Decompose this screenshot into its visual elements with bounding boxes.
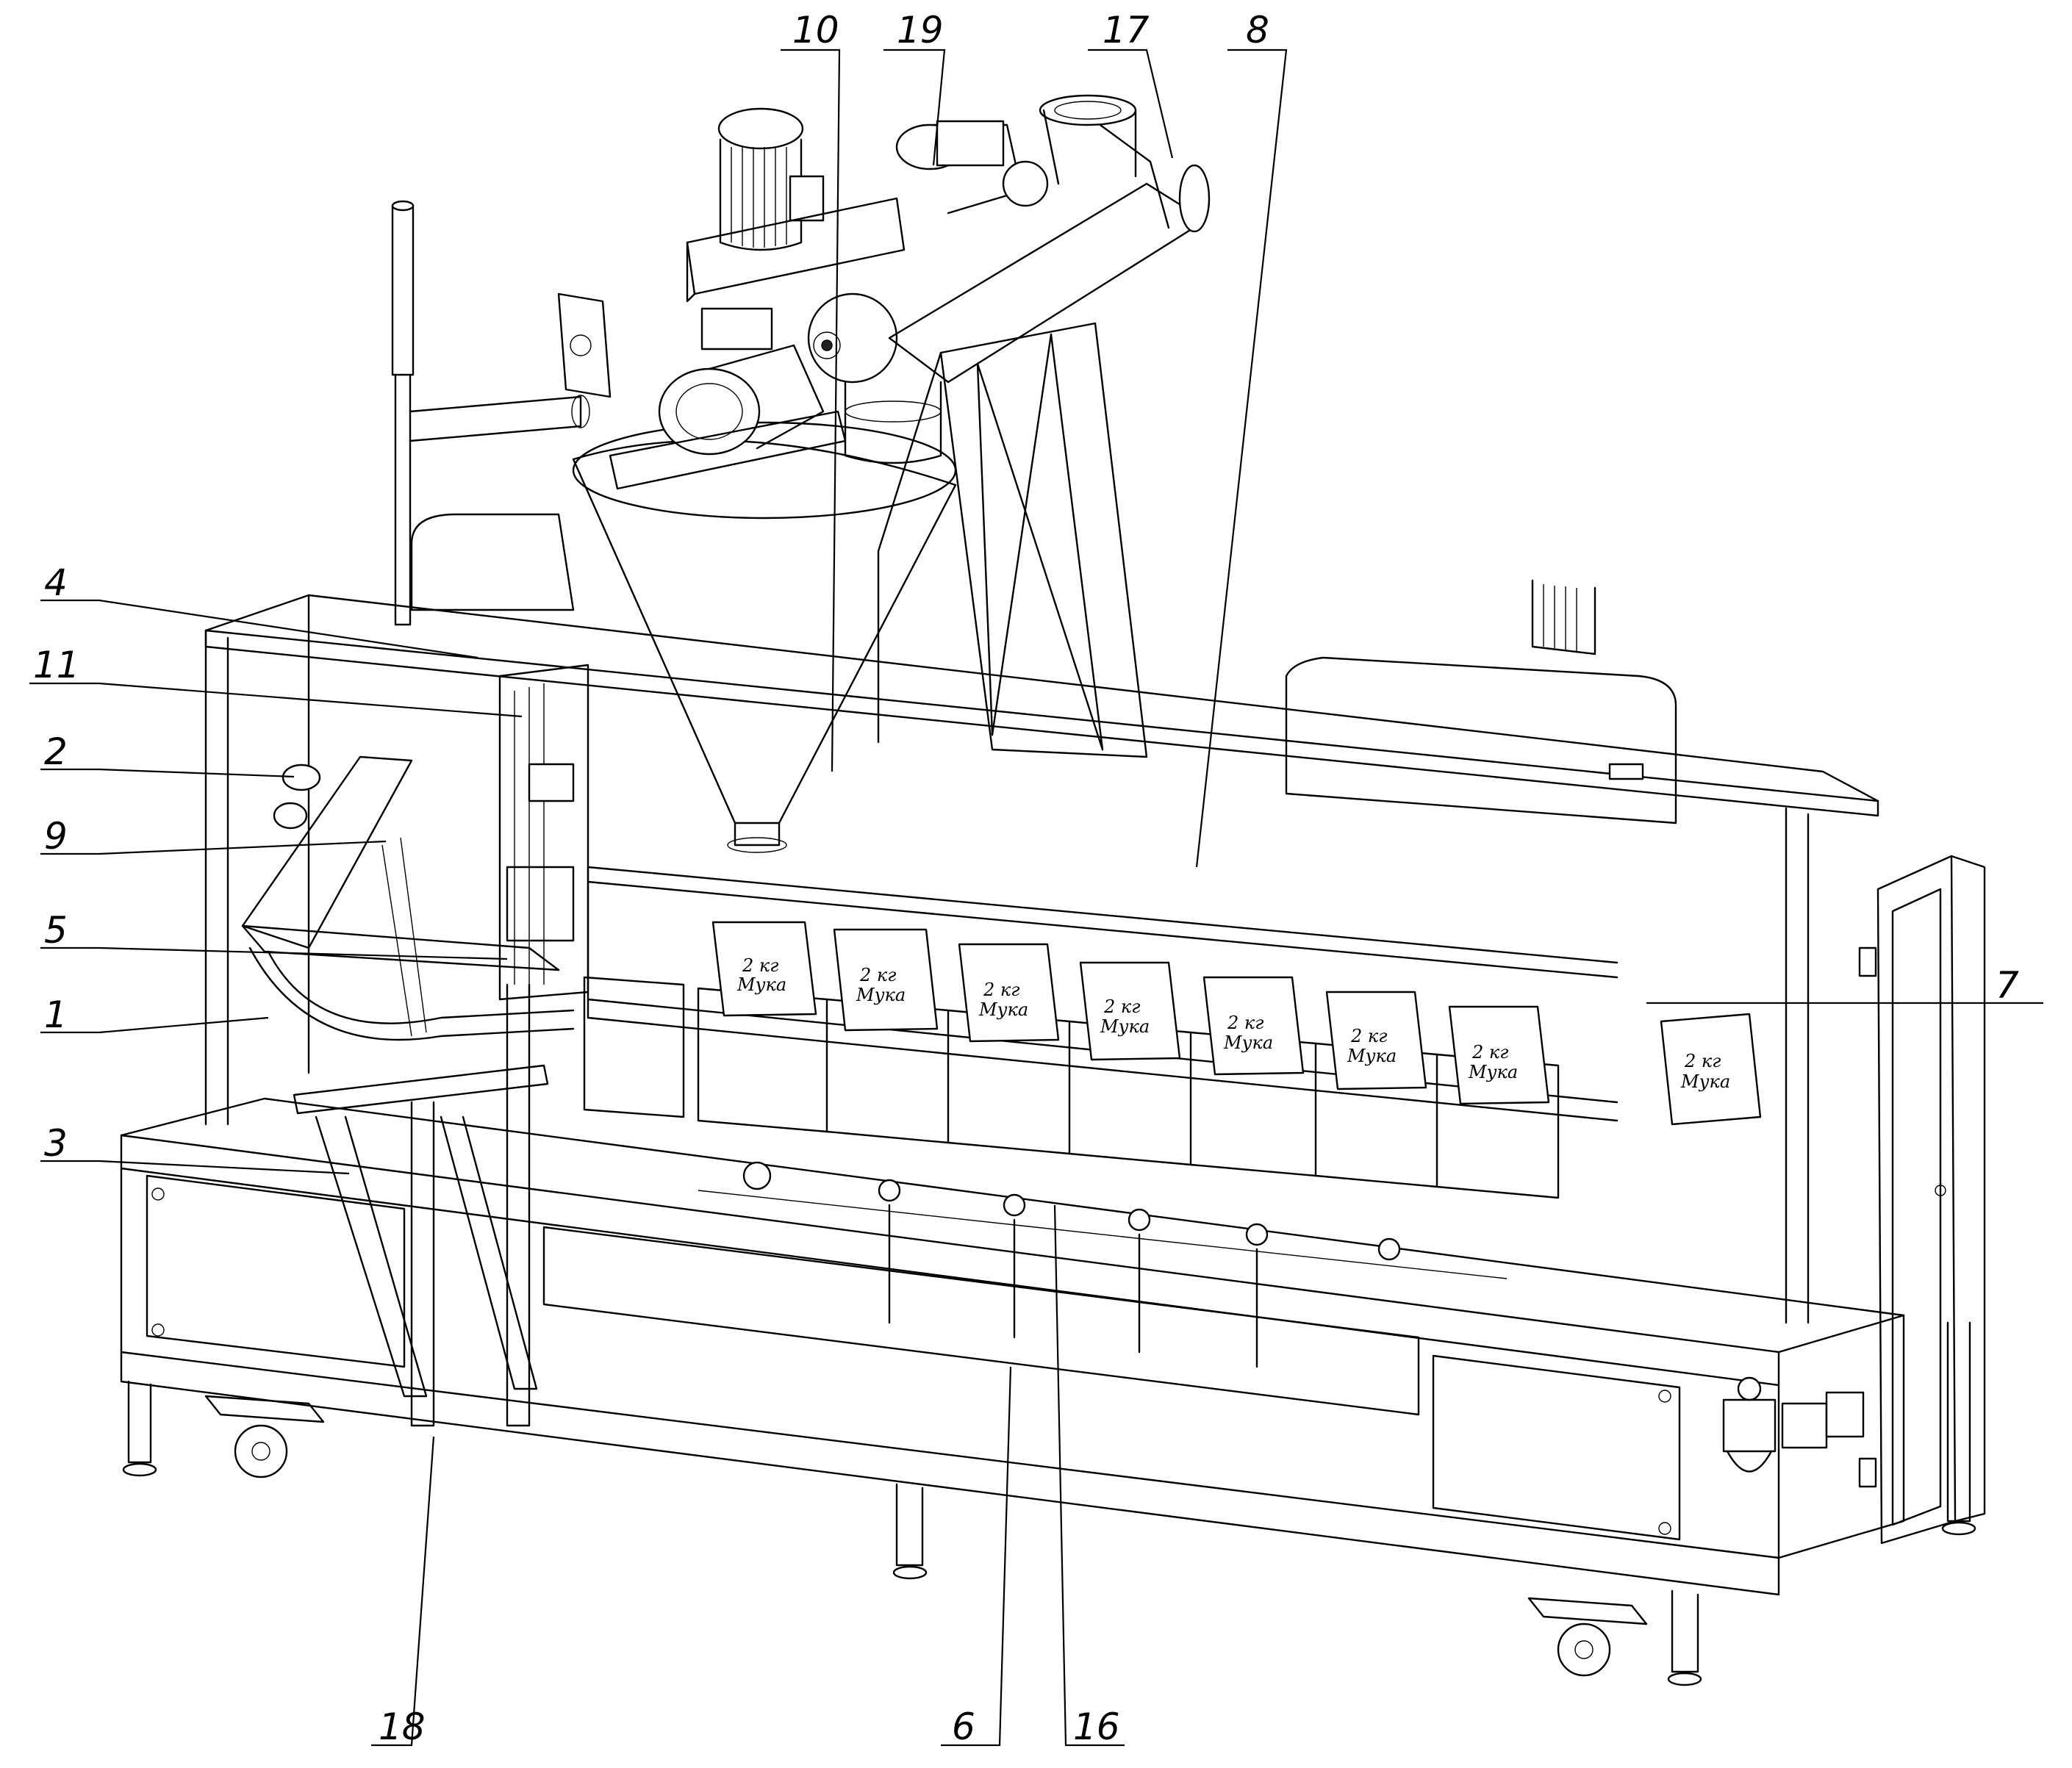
svg-text:4: 4 [44,561,68,604]
main-frame [120,594,1976,1686]
bag-clamps [698,1161,1508,1368]
svg-text:16: 16 [1073,1706,1120,1748]
bag-weight: 2 кг [1684,1051,1721,1071]
bag-product: Мука [1347,1046,1397,1066]
auger-motor [717,107,825,251]
bag-product: Мука [1468,1062,1518,1082]
callout-2: 2 [40,730,295,778]
callout-10: 10 [781,9,841,772]
sealer-cover [1285,579,1677,824]
callout-4: 4 [40,561,478,659]
bag-weight: 2 кг [859,965,896,985]
callout-5: 5 [40,909,508,960]
svg-text:18: 18 [379,1706,426,1748]
bag: 2 кг Мука [833,928,939,1032]
svg-text:7: 7 [1996,964,2019,1007]
incline-conveyor [888,94,1211,384]
callout-8: 8 [1195,9,1288,868]
rear-cover-left [410,513,575,611]
auger-filler [557,107,957,853]
callout-18: 18 [371,1436,435,1748]
bag-weight: 2 кг [1471,1042,1508,1063]
bag-product: Мука [736,974,786,995]
svg-text:10: 10 [792,9,839,51]
electrical-cabinet [1858,855,1986,1545]
callout-17: 17 [1088,9,1174,159]
bag: 2 кг Мука [711,921,817,1017]
bag-product: Мука [1223,1032,1273,1053]
callout-3: 3 [40,1122,350,1175]
svg-text:11: 11 [33,644,80,686]
bag-product: Мука [1100,1016,1150,1037]
bag-weight: 2 кг [1350,1026,1387,1046]
bag: 2 кг Мука [1202,976,1305,1076]
air-preparation-unit [1722,1376,1865,1473]
bag-weight: 2 кг [1227,1013,1263,1033]
bag: 2 кг Мука [1448,1005,1550,1105]
svg-text:2: 2 [44,730,68,773]
bag-feeder [241,755,575,1427]
callout-6: 6 [941,1366,1012,1748]
bag: 2 кг Мука [1325,991,1427,1090]
callout-11: 11 [29,644,523,718]
callout-19: 19 [883,9,946,166]
caster-right [1527,1597,1648,1677]
support-tower [877,322,1148,758]
svg-text:17: 17 [1103,9,1150,51]
svg-text:3: 3 [44,1122,68,1165]
callout-9: 9 [40,815,387,858]
bag-weight: 2 кг [742,955,778,976]
bag: 2 кг Мука [1660,1013,1762,1126]
caster-left [204,1395,325,1478]
bag-rails [587,866,1618,1122]
pneumatic-block [498,664,589,1001]
svg-text:1: 1 [44,993,68,1036]
bag: 2 кг Мука [958,943,1060,1043]
svg-text:19: 19 [897,9,944,51]
bag: 2 кг Мука [1079,961,1181,1061]
bag-product: Мука [978,999,1028,1020]
signal-column [391,200,590,626]
bag-product: Мука [1680,1071,1730,1092]
conveyor-motor [895,120,1049,215]
callouts: 10 19 17 8 4 11 2 [29,9,2043,1748]
svg-text:9: 9 [44,815,68,858]
bag-product: Мука [856,985,906,1005]
svg-text:8: 8 [1246,9,1269,51]
callout-7: 7 [1646,964,2043,1007]
callout-1: 1 [40,993,269,1036]
svg-text:5: 5 [44,909,68,952]
bag-weight: 2 кг [1103,996,1140,1017]
svg-text:6: 6 [952,1706,975,1748]
bag-weight: 2 кг [983,980,1019,1000]
callout-16: 16 [1053,1204,1125,1748]
